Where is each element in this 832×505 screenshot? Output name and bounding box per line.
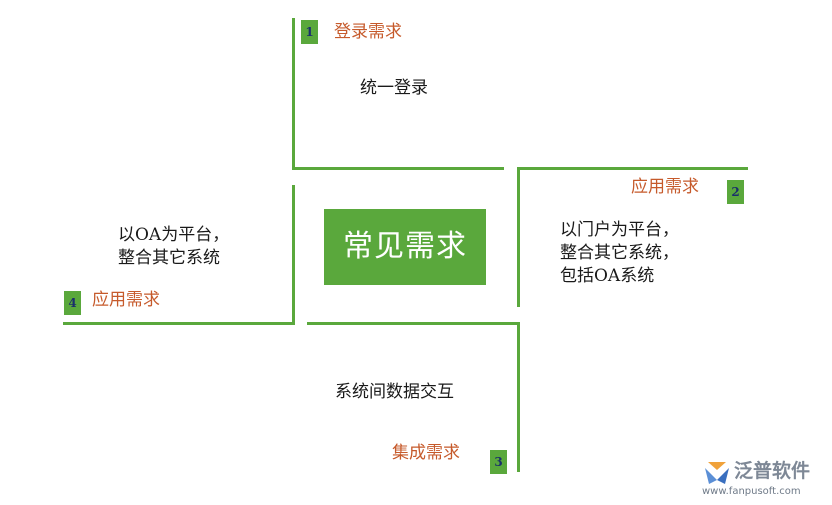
title-login-requirement: 登录需求 [334, 22, 402, 42]
connector-line-1-vertical [292, 18, 295, 170]
connector-line-3-horizontal [307, 322, 520, 325]
number-badge-4: 4 [64, 291, 81, 315]
desc-oa-line-2: 整合其它系统 [118, 248, 220, 268]
brand-logo-icon [705, 462, 729, 484]
desc-unified-login: 统一登录 [360, 78, 428, 98]
title-application-requirement-oa: 应用需求 [92, 290, 160, 310]
connector-line-1-horizontal [292, 167, 504, 170]
connector-line-2-vertical [517, 167, 520, 307]
desc-data-exchange: 系统间数据交互 [335, 382, 454, 402]
title-application-requirement-portal: 应用需求 [631, 177, 699, 197]
connector-line-4-horizontal [63, 322, 295, 325]
desc-portal-line-1: 以门户为平台， [560, 220, 679, 240]
connector-line-2-horizontal [517, 167, 748, 170]
connector-line-3-vertical [517, 322, 520, 472]
desc-portal-line-3: 包括OA系统 [560, 266, 655, 286]
brand-logo-name: 泛普软件 [734, 460, 811, 482]
brand-logo-url: www.fanpusoft.com [702, 486, 801, 497]
center-box-common-requirements: 常见需求 [324, 209, 486, 285]
desc-oa-line-1: 以OA为平台， [118, 225, 230, 245]
title-integration-requirement: 集成需求 [392, 443, 460, 463]
desc-portal-line-2: 整合其它系统， [560, 243, 679, 263]
number-badge-3: 3 [490, 450, 507, 474]
connector-line-4-vertical [292, 185, 295, 325]
number-badge-2: 2 [727, 180, 744, 204]
brand-logo: 泛普软件 www.fanpusoft.com [700, 456, 828, 500]
number-badge-1: 1 [301, 20, 318, 44]
